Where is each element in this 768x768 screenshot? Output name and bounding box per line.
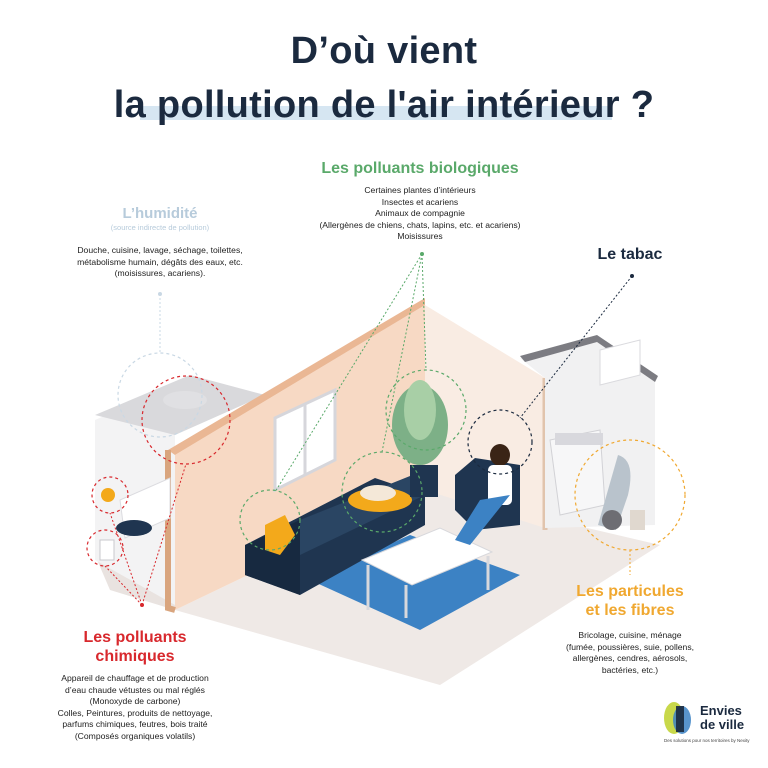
humidite-line: (moisissures, acariens).: [114, 268, 206, 278]
particules-line: allergènes, cendres, aérosols,: [572, 653, 688, 663]
humidite-line: métabolisme humain, dégâts des eaux, etc…: [77, 256, 243, 267]
humidite-title: L’humidité: [122, 205, 198, 222]
chimiques-line: Appareil de chauffage et de production: [61, 673, 209, 683]
bathroom-bottle: [101, 488, 115, 502]
sofa-plush: [265, 515, 295, 555]
particules-title-line: Les particules: [576, 583, 684, 600]
bio-circle-plush: [239, 489, 301, 551]
particules-title: Les particules et les fibres: [560, 582, 700, 620]
chemical-circle-1: [141, 375, 231, 465]
logo-tagline: Des solutions pour nos territoires by Ne…: [664, 738, 750, 743]
logo-text: Envies de ville: [700, 704, 744, 732]
biologiques-line: Certaines plantes d’intérieurs: [364, 185, 476, 195]
shower-head: [163, 391, 207, 409]
chimiques-desc: Appareil de chauffage et de production d…: [40, 673, 230, 742]
particules-line: bactéries, etc.): [601, 664, 659, 675]
toilet: [116, 520, 152, 536]
biologiques-desc: Certaines plantes d’intérieurs Insectes …: [270, 185, 570, 243]
chimiques-line: parfums chimiques, feutres, bois traité: [62, 719, 208, 729]
humidity-circle: [117, 352, 203, 438]
chimiques-line: d’eau chaude vétustes ou mal réglés: [65, 684, 205, 695]
humidite-subtitle: (source indirecte de pollution): [110, 223, 210, 232]
particules-line: Bricolage, cuisine, ménage: [578, 630, 682, 640]
particules-desc: Bricolage, cuisine, ménage (fumée, pouss…: [555, 630, 705, 676]
chemical-circle-3: [86, 529, 124, 567]
chimiques-line: (Composés organiques volatils): [74, 730, 196, 741]
vacuum-cleaner: [598, 455, 631, 530]
chemical-circle-2: [91, 476, 129, 514]
particules-line: (fumée, poussières, suie, pollens,: [565, 641, 695, 652]
coffee-table: [360, 527, 494, 586]
chimiques-line: Colles, Peintures, produits de nettoyage…: [57, 707, 213, 718]
biologiques-line: Insectes et acariens: [381, 196, 459, 207]
tabac-title: Le tabac: [597, 246, 663, 263]
chimiques-line: (Monoxyde de carbone): [89, 696, 181, 706]
page-title-line2: la pollution de l'air intérieur ?: [113, 84, 655, 126]
biologiques-line: Animaux de compagnie: [375, 208, 465, 218]
humidite-desc: Douche, cuisine, lavage, séchage, toilet…: [55, 245, 265, 280]
biologiques-line: Moisissures: [397, 231, 443, 241]
chimiques-title-line: chimiques: [95, 648, 175, 665]
biologiques-title: Les polluants biologiques: [321, 160, 519, 177]
plant-pot: [410, 465, 438, 497]
logo-word1: Envies: [700, 703, 742, 718]
chimiques-title-line: Les polluants: [83, 629, 187, 646]
logo-mark-icon: [664, 702, 691, 734]
page-title-line1: D’où vient: [290, 30, 478, 72]
humidite-line: Douche, cuisine, lavage, séchage, toilet…: [77, 245, 243, 255]
biologiques-line: (Allergènes de chiens, chats, lapins, et…: [319, 219, 521, 230]
particules-title-line: et les fibres: [585, 602, 675, 619]
logo-word2: de ville: [700, 717, 745, 732]
chimiques-title: Les polluants chimiques: [55, 628, 215, 666]
tabac-circle: [467, 409, 533, 475]
title-highlight: [140, 106, 612, 120]
